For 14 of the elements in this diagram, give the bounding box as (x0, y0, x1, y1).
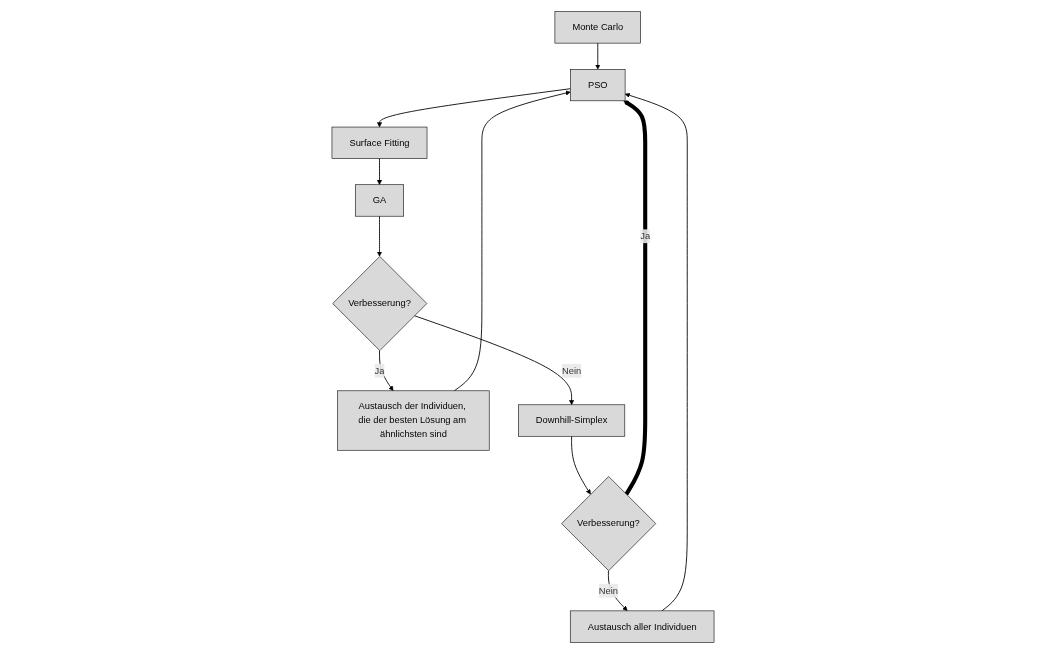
node-box: Surface Fitting (331, 126, 428, 159)
edge-label: Nein (561, 365, 582, 376)
node-box: Austausch aller Individuen (569, 610, 715, 643)
node-diamond: Verbesserung? (561, 476, 657, 571)
edge-label: Ja (640, 231, 651, 241)
node-box: Monte Carlo (554, 11, 641, 44)
node-box: PSO (570, 69, 626, 102)
node-box: Downhill-Simplex (518, 404, 626, 437)
node-diamond: Verbesserung? (332, 256, 428, 351)
edge-label: Nein (598, 585, 618, 596)
arrow (623, 100, 648, 496)
node-box: Austausch der Individuen, die der besten Lösung am ähnlichsten sind (337, 390, 490, 451)
edge-label: Ja (374, 365, 385, 376)
node-box: GA (354, 184, 404, 217)
